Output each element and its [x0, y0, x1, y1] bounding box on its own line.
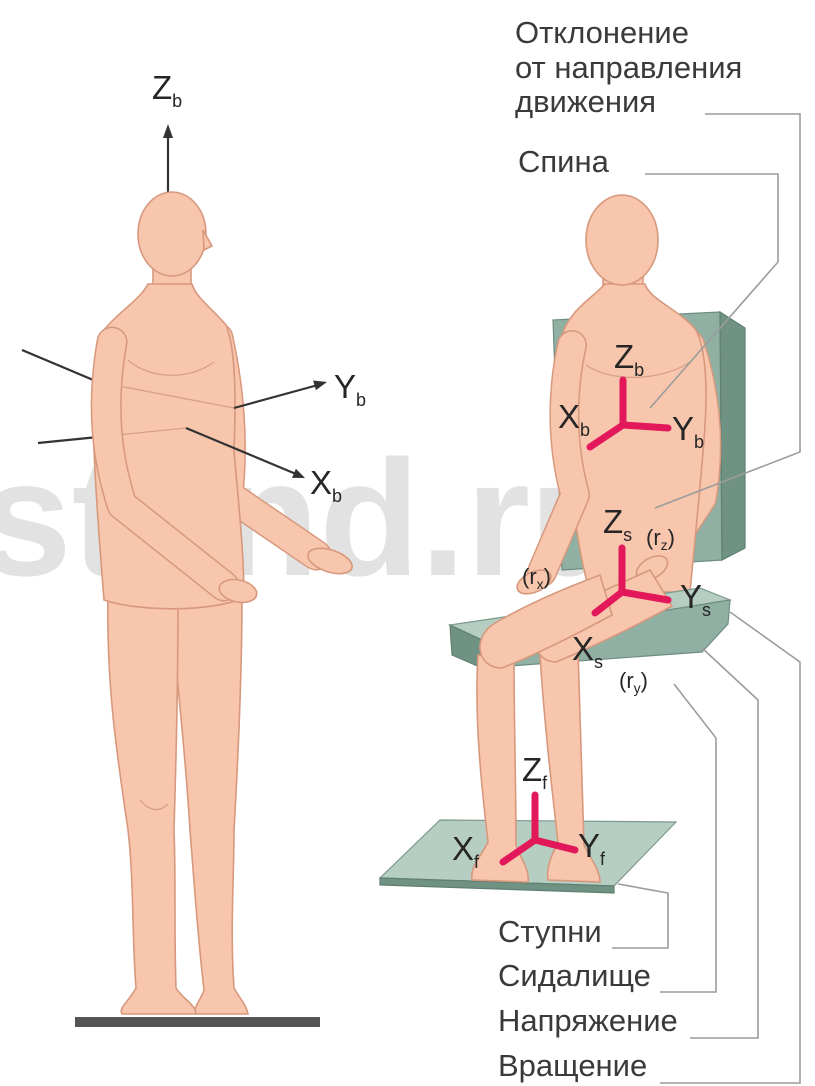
- axis-letter: Y: [680, 578, 702, 615]
- standing-far-leg: [170, 595, 248, 1014]
- standing-nose: [203, 230, 212, 250]
- callout-feet: Ступни: [498, 914, 602, 949]
- seat-backrest-side: [720, 312, 745, 560]
- standing-y-arrowhead: [313, 381, 327, 391]
- callout-seat: Сидалище: [498, 958, 651, 993]
- callout-back: Спина: [518, 144, 610, 179]
- axis-subscript: b: [580, 420, 590, 440]
- axis-letter: Y: [578, 827, 600, 864]
- axis-subscript: b: [356, 390, 366, 410]
- leader-stress: [690, 648, 758, 1038]
- axis-subscript: f: [542, 773, 548, 793]
- standing-floor-platform: [75, 1017, 320, 1027]
- standing-head: [138, 192, 206, 276]
- rotation-close: ): [544, 564, 551, 589]
- axis-subscript: b: [332, 486, 342, 506]
- leader-rotation: [660, 612, 800, 1083]
- seated-head: [586, 195, 658, 285]
- rotation-subscript: z: [661, 537, 668, 553]
- callout-rotation: Вращение: [498, 1048, 647, 1083]
- rotation-subscript: x: [537, 576, 544, 592]
- axis-letter: Y: [672, 410, 694, 447]
- axis-letter: Z: [152, 69, 172, 106]
- axis-letter: X: [572, 630, 594, 667]
- standing-z-axis-label: Zb: [152, 69, 182, 111]
- seat-rz-label: (rz): [646, 525, 675, 553]
- rotation-open: (r: [522, 564, 537, 589]
- rotation-close: ): [668, 525, 675, 550]
- seat-rx-label: (rx): [522, 564, 551, 592]
- axis-subscript: s: [702, 600, 711, 620]
- axis-letter: X: [558, 398, 580, 435]
- standing-z-arrowhead: [163, 124, 173, 138]
- axis-letter: X: [452, 830, 474, 867]
- axis-subscript: b: [634, 360, 644, 380]
- axis-subscript: s: [594, 652, 603, 672]
- standing-y-axis-rear: [22, 350, 98, 382]
- axis-letter: X: [310, 464, 332, 501]
- axis-subscript: b: [172, 91, 182, 111]
- callout-direction-deviation-line3: движения: [515, 84, 656, 119]
- axis-subscript: b: [694, 432, 704, 452]
- rotation-open: (r: [619, 668, 634, 693]
- leader-feet: [612, 884, 668, 948]
- axis-letter: Y: [334, 368, 356, 405]
- standing-y-axis-front: [234, 385, 318, 408]
- seat-ry-label: (ry): [619, 668, 648, 696]
- back-y-axis: [623, 425, 668, 428]
- feet-z-axis-label: Zf: [522, 751, 548, 793]
- rotation-open: (r: [646, 525, 661, 550]
- standing-y-axis-label: Yb: [334, 368, 366, 410]
- rotation-close: ): [641, 668, 648, 693]
- callout-stress: Напряжение: [498, 1003, 678, 1038]
- axis-letter: Z: [614, 338, 634, 375]
- axis-letter: Z: [603, 503, 623, 540]
- axis-letter: Z: [522, 751, 542, 788]
- callout-direction-deviation-line2: от направления: [515, 50, 742, 85]
- axis-subscript: s: [623, 525, 632, 545]
- rotation-subscript: y: [634, 680, 641, 696]
- callout-direction-deviation-line1: Отклонение: [515, 15, 689, 50]
